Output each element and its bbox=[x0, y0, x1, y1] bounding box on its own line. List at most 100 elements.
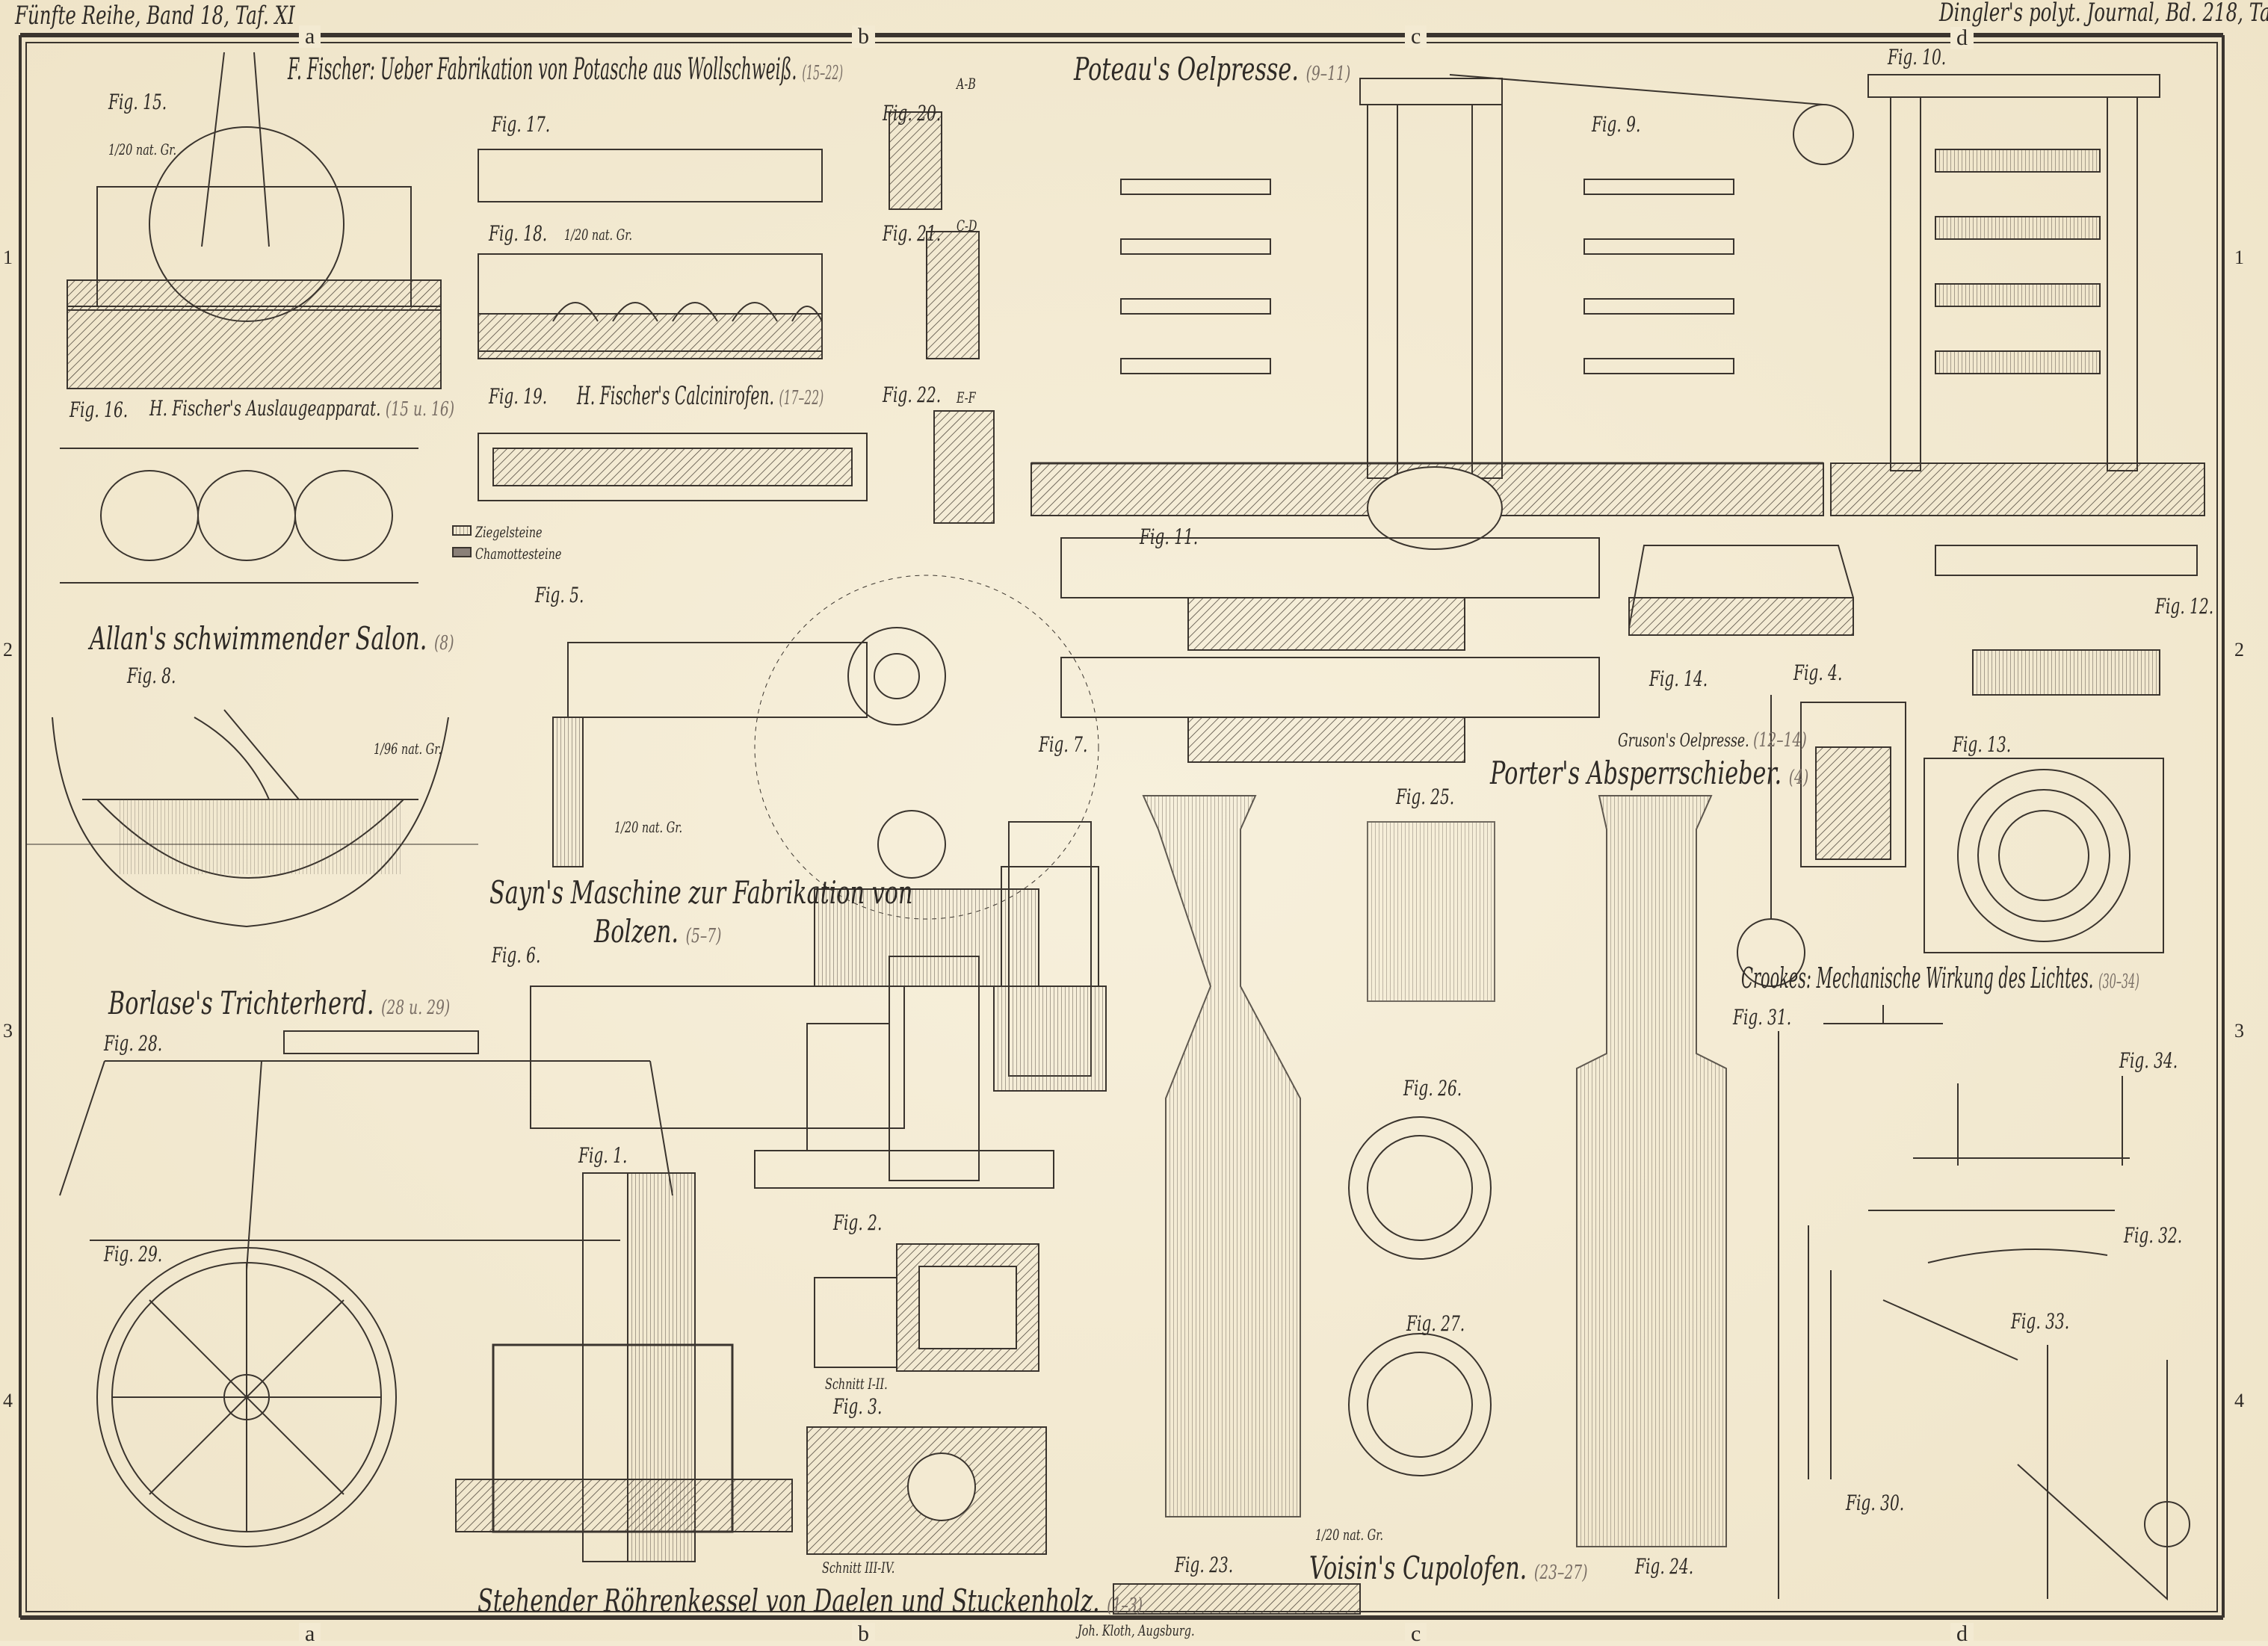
scale-note-fig18: 1/20 nat. Gr. bbox=[564, 226, 633, 244]
title-text: Gruson's Oelpresse. bbox=[1618, 730, 1749, 751]
scale-note-fig23: 1/20 nat. Gr. bbox=[1315, 1526, 1384, 1544]
title-text: H. Fischer's Calcinirofen. bbox=[577, 381, 775, 411]
title-sayn-line2: Bolzen. (5–7) bbox=[594, 913, 721, 950]
fig5-7-bolt-machine bbox=[530, 575, 1107, 1189]
row-label-2-right: 2 bbox=[2234, 639, 2244, 660]
figure-range: (9–11) bbox=[1306, 63, 1351, 85]
column-label-d-bottom: d bbox=[1950, 1623, 1974, 1645]
title-text: Borlase's Trichterherd. bbox=[108, 985, 374, 1021]
column-label-b-top: b bbox=[852, 25, 875, 48]
fig8-ship-salon bbox=[26, 709, 478, 928]
figure-range: (15–22) bbox=[802, 62, 844, 84]
column-label-a-top: a bbox=[299, 25, 321, 48]
fig-label-5: Fig. 5. bbox=[535, 583, 584, 607]
fig-label-12: Fig. 12. bbox=[2155, 594, 2214, 619]
title-gruson: Gruson's Oelpresse. (12–14) bbox=[1618, 729, 1807, 752]
fig15-drawing bbox=[67, 52, 442, 389]
fig11-drawing bbox=[1060, 537, 1600, 763]
fig12-14-drawing bbox=[1628, 545, 2198, 953]
title-text: Crookes: Mechanische Wirkung des Lichtes… bbox=[1741, 962, 2094, 994]
title-porter: Porter's Absperrschieber. (4) bbox=[1490, 755, 1808, 791]
fig-label-17: Fig. 17. bbox=[492, 112, 551, 137]
title-text: Bolzen. bbox=[594, 913, 679, 950]
fig-label-31: Fig. 31. bbox=[1733, 1005, 1792, 1030]
figure-range: (15 u. 16) bbox=[385, 398, 455, 421]
fig-label-13: Fig. 13. bbox=[1953, 732, 2012, 757]
printer-credit: Joh. Kloth, Augsburg. bbox=[1078, 1621, 1195, 1639]
fig17-22-furnace-drawings bbox=[478, 111, 995, 524]
legend-swatch-chamotte bbox=[452, 547, 472, 557]
fig-label-27: Fig. 27. bbox=[1406, 1311, 1465, 1336]
fig28-29-trichterherd bbox=[59, 1030, 673, 1547]
fig25-27-drawing bbox=[1348, 821, 1495, 1476]
title-text: Allan's schwimmender Salon. bbox=[90, 620, 427, 657]
fig-label-19: Fig. 19. bbox=[489, 384, 548, 409]
column-label-a-bottom: a bbox=[299, 1623, 321, 1645]
fig16-drawing bbox=[60, 448, 418, 584]
fig-label-8: Fig. 8. bbox=[127, 663, 176, 688]
title-poteau: Poteau's Oelpresse. (9–11) bbox=[1074, 51, 1350, 87]
row-label-3-right: 3 bbox=[2234, 1020, 2244, 1042]
fig-label-14: Fig. 14. bbox=[1649, 666, 1708, 691]
fig-label-24: Fig. 24. bbox=[1635, 1554, 1694, 1579]
column-label-c-top: c bbox=[1405, 25, 1427, 48]
title-allan: Allan's schwimmender Salon. (8) bbox=[90, 620, 454, 657]
figure-range: (1–3) bbox=[1107, 1594, 1143, 1617]
fig9-oil-press bbox=[1031, 74, 1854, 550]
legend-swatch-ziegel bbox=[452, 525, 472, 536]
fig-label-26: Fig. 26. bbox=[1403, 1076, 1462, 1101]
row-label-2-left: 2 bbox=[3, 639, 13, 660]
fig-label-4: Fig. 4. bbox=[1793, 660, 1843, 685]
section-label-iii-iv: Schnitt III-IV. bbox=[822, 1559, 895, 1577]
legend-chamottesteine: Chamottesteine bbox=[475, 545, 562, 563]
title-text: Stehender Röhrenkessel von Daelen und St… bbox=[478, 1582, 1100, 1619]
row-label-1-left: 1 bbox=[3, 247, 13, 268]
fig-label-1: Fig. 1. bbox=[578, 1143, 628, 1168]
fig23-cupola-furnace bbox=[1113, 795, 1361, 1615]
title-fischer-potasche: F. Fischer: Ueber Fabrikation von Potasc… bbox=[288, 52, 843, 87]
title-stehender-roehrenkessel: Stehender Röhrenkessel von Daelen und St… bbox=[478, 1582, 1143, 1619]
figure-range: (28 u. 29) bbox=[381, 997, 451, 1019]
fig-label-10: Fig. 10. bbox=[1888, 45, 1947, 69]
fig-label-34: Fig. 34. bbox=[2119, 1048, 2178, 1073]
title-sayn-line1: Sayn's Maschine zur Fabrikation von bbox=[489, 874, 913, 911]
figure-range: (4) bbox=[1788, 767, 1809, 789]
fig-label-33: Fig. 33. bbox=[2011, 1309, 2070, 1334]
fig-label-20: Fig. 20. bbox=[883, 101, 942, 126]
figure-range: (12–14) bbox=[1753, 729, 1807, 752]
fig-label-9: Fig. 9. bbox=[1592, 112, 1641, 137]
fig-label-16: Fig. 16. bbox=[69, 397, 129, 422]
title-text: F. Fischer: Ueber Fabrikation von Potasc… bbox=[288, 52, 797, 87]
scale-note-fig5: 1/20 nat. Gr. bbox=[614, 818, 683, 836]
figure-range: (5–7) bbox=[685, 925, 722, 947]
fig-label-6: Fig. 6. bbox=[492, 943, 541, 968]
fig-label-29: Fig. 29. bbox=[104, 1242, 163, 1266]
title-text: H. Fischer's Auslaugeapparat. bbox=[149, 396, 381, 421]
title-text: Porter's Absperrschieber. bbox=[1490, 755, 1782, 791]
title-auslaugeapparat: H. Fischer's Auslaugeapparat. (15 u. 16) bbox=[149, 396, 454, 421]
fig1-3-boiler bbox=[455, 1172, 1047, 1562]
figure-range: (30–34) bbox=[2098, 971, 2139, 993]
plate-series-label: Fünfte Reihe, Band 18, Taf. XI bbox=[15, 1, 295, 31]
figure-range: (23–27) bbox=[1533, 1562, 1588, 1584]
title-borlase: Borlase's Trichterherd. (28 u. 29) bbox=[108, 985, 450, 1021]
fig-label-3: Fig. 3. bbox=[833, 1394, 883, 1419]
title-crookes: Crookes: Mechanische Wirkung des Lichtes… bbox=[1741, 962, 2139, 994]
fig-label-25: Fig. 25. bbox=[1396, 785, 1455, 809]
scale-note-fig15: 1/20 nat. Gr. bbox=[108, 140, 177, 158]
column-label-c-bottom: c bbox=[1405, 1623, 1427, 1645]
row-label-3-left: 3 bbox=[3, 1020, 13, 1042]
fig4-30-34-drawings bbox=[1737, 695, 2190, 1601]
fig10-oil-press bbox=[1830, 74, 2205, 516]
fig24-cupola-furnace bbox=[1576, 795, 1727, 1547]
title-text: Poteau's Oelpresse. bbox=[1074, 51, 1299, 87]
scale-note-fig8: 1/96 nat. Gr. bbox=[374, 740, 442, 758]
row-label-1-right: 1 bbox=[2234, 247, 2244, 268]
legend-ziegelsteine: Ziegelsteine bbox=[475, 523, 543, 541]
fig-label-11: Fig. 11. bbox=[1140, 525, 1199, 549]
section-label-ef: E-F bbox=[957, 389, 976, 406]
figure-range: (8) bbox=[433, 632, 454, 655]
section-label-i-ii: Schnitt I-II. bbox=[825, 1375, 888, 1393]
fig-label-22: Fig. 22. bbox=[883, 383, 942, 407]
